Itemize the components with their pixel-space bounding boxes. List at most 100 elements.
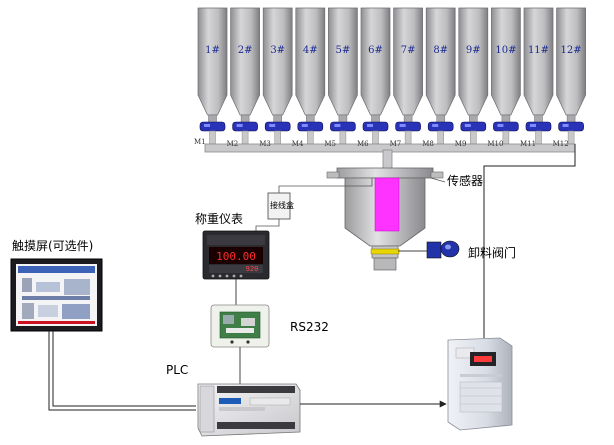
motor-label: M1 bbox=[194, 138, 206, 146]
weighing-hopper bbox=[326, 167, 444, 271]
feeder-motor-icon bbox=[493, 121, 519, 132]
plc-label: PLC bbox=[166, 363, 189, 377]
drop-chute bbox=[372, 130, 379, 145]
motor-label: M6 bbox=[357, 140, 369, 148]
motor-highlight bbox=[497, 124, 504, 127]
motor-highlight bbox=[464, 124, 471, 127]
motor-highlight bbox=[367, 124, 373, 127]
touchscreen-to-plc-line bbox=[48, 331, 196, 411]
drop-chute bbox=[404, 130, 412, 145]
motor-label: M5 bbox=[324, 140, 337, 148]
rs232-module bbox=[210, 304, 270, 348]
silo-body bbox=[295, 7, 326, 116]
silo-number-label: 8# bbox=[433, 45, 448, 56]
silo-number-label: 6# bbox=[368, 45, 383, 56]
drop-chute bbox=[535, 130, 542, 145]
silo-number-label: 12# bbox=[561, 45, 582, 56]
motor-label: M8 bbox=[422, 140, 434, 148]
drop-chute bbox=[437, 130, 444, 145]
silo: 2# bbox=[230, 7, 260, 145]
silo-number-label: 7# bbox=[401, 45, 416, 56]
silo: 10# bbox=[491, 7, 521, 145]
motor-highlight bbox=[236, 124, 243, 127]
silo-body bbox=[491, 7, 521, 116]
motor-label: M11 bbox=[520, 140, 537, 148]
drop-chute bbox=[567, 130, 575, 145]
sensor-leader bbox=[430, 177, 446, 183]
motor-highlight bbox=[530, 124, 536, 127]
feeder-motor-icon bbox=[330, 121, 356, 132]
feeder-motor-icon bbox=[264, 121, 291, 132]
motor-label: M3 bbox=[259, 140, 271, 148]
motor-label: M12 bbox=[552, 140, 569, 148]
feeder-motor-icon bbox=[558, 121, 584, 132]
silo-number-label: 10# bbox=[495, 45, 516, 56]
motor-label: M7 bbox=[389, 140, 402, 148]
touchscreen-device bbox=[10, 258, 103, 332]
motor-highlight bbox=[334, 124, 341, 127]
motor-highlight bbox=[562, 124, 569, 127]
silo-body bbox=[523, 7, 554, 116]
motor-highlight bbox=[269, 124, 276, 127]
feeder-motor-icon bbox=[525, 121, 552, 132]
silo-body bbox=[262, 7, 293, 116]
drop-chute bbox=[470, 130, 477, 145]
silo-array: 1#2#3#4#5#6#7#8#9#10#11#12# bbox=[197, 7, 586, 145]
junction-box bbox=[255, 178, 373, 232]
silo-number-label: 3# bbox=[270, 45, 285, 56]
motor-highlight bbox=[399, 124, 406, 127]
feeder-motor-icon bbox=[460, 121, 487, 132]
sensor-label: 传感器 bbox=[447, 174, 484, 188]
silo: 5# bbox=[328, 7, 358, 145]
silo: 8# bbox=[425, 7, 456, 145]
drop-chute bbox=[274, 130, 281, 145]
motor-bus-line bbox=[483, 144, 576, 338]
silo: 12# bbox=[556, 7, 586, 145]
drop-chute bbox=[339, 130, 347, 145]
drop-chute bbox=[307, 130, 314, 145]
silo-number-label: 9# bbox=[466, 45, 481, 56]
weighing-meter-device bbox=[202, 230, 270, 280]
weighing-meter-label: 称重仪表 bbox=[195, 212, 244, 226]
silo: 11# bbox=[523, 7, 554, 145]
rs232-label: RS232 bbox=[290, 320, 329, 334]
silo-number-label: 11# bbox=[528, 45, 549, 56]
meter-sub-readout: 920 bbox=[246, 265, 259, 273]
touchscreen-label: 触摸屏(可选件) bbox=[12, 239, 94, 253]
junction-box-label: 接线盒 bbox=[270, 201, 294, 210]
discharge-valve-label: 卸料阀门 bbox=[468, 246, 517, 260]
motor-label: M4 bbox=[291, 140, 304, 148]
silo: 6# bbox=[360, 7, 391, 145]
motor-highlight bbox=[204, 124, 210, 127]
silo-body bbox=[197, 7, 228, 116]
silo-body bbox=[230, 7, 260, 116]
motor-label: M2 bbox=[226, 140, 239, 148]
silo-number-label: 1# bbox=[205, 45, 220, 56]
feeder-motor-icon bbox=[232, 121, 258, 132]
silo: 1# bbox=[197, 7, 228, 145]
feeder-motor-icon bbox=[199, 121, 226, 132]
drop-chute bbox=[502, 130, 510, 145]
silo-body bbox=[360, 7, 391, 116]
drop-chute bbox=[209, 130, 216, 145]
discharge-valve-icon bbox=[426, 240, 460, 259]
silo-body bbox=[328, 7, 358, 116]
silo-body bbox=[458, 7, 489, 116]
frequency-inverter bbox=[447, 337, 513, 431]
feeder-motor-icon bbox=[427, 121, 454, 132]
feeder-motor-icon bbox=[395, 121, 421, 132]
silo: 3# bbox=[262, 7, 293, 145]
motor-label: M10 bbox=[487, 140, 504, 148]
silo: 9# bbox=[458, 7, 489, 145]
silo: 7# bbox=[393, 7, 423, 145]
silo-body bbox=[393, 7, 423, 116]
feeder-motor-icon bbox=[297, 121, 324, 132]
feeder-motor-icon bbox=[362, 121, 389, 132]
silo-number-label: 2# bbox=[238, 45, 253, 56]
silo-body bbox=[556, 7, 586, 116]
silo-body bbox=[425, 7, 456, 116]
motor-highlight bbox=[301, 124, 308, 127]
motor-label: M9 bbox=[454, 140, 467, 148]
